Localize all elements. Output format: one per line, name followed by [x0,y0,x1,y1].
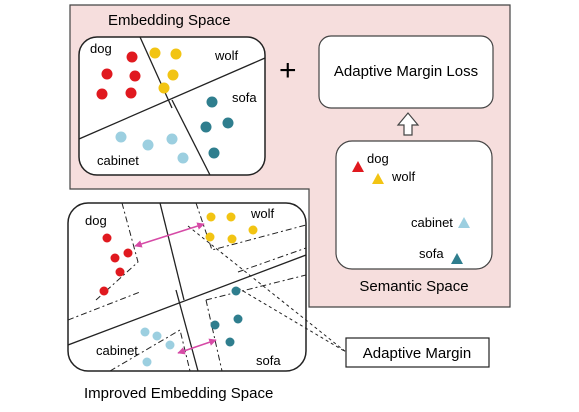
wolf-point [206,212,216,222]
cabinet-point [142,139,154,151]
improved-wolf-label: wolf [250,206,275,221]
sofa-point [208,147,220,159]
sofa-point [225,337,235,347]
adaptive-margin-box [345,337,490,368]
up-arrow-icon [396,112,420,136]
embedding-space-boundaries [79,37,265,175]
adaptive-margin-label: Adaptive Margin [363,345,471,362]
improved-embedding-space-title: Improved Embedding Space [84,385,273,402]
improved-dog-label: dog [85,213,107,228]
plus-sign: + [279,54,297,87]
wolf-point [158,82,170,94]
improved-space-points [99,212,258,367]
semantic-dog-label: dog [367,151,389,166]
cabinet-point [177,152,189,164]
dog-point [115,267,125,277]
wolf-point [227,234,237,244]
semantic-space-title: Semantic Space [359,278,468,295]
wolf-point [167,69,179,81]
dog-point [129,70,141,82]
wolf-point [170,48,182,60]
semantic-space-box [335,140,493,270]
semantic-cabinet-label: cabinet [411,215,453,230]
cabinet-triangle-icon [458,217,470,228]
margin-arrow-dog-wolf [134,222,205,248]
dog-point [102,233,112,243]
wolf-point [248,225,258,235]
cabinet-point [166,133,178,145]
improved-sofa-label: sofa [256,353,281,368]
dog-point [110,253,120,263]
margin-connectors [187,225,347,353]
dog-label: dog [90,41,112,56]
embedding-space-box [78,36,266,176]
sofa-point [210,320,220,330]
dog-point [99,286,109,296]
wolf-label: wolf [214,48,239,63]
wolf-point [226,212,236,222]
cabinet-point [140,327,150,337]
wolf-point [205,232,215,242]
cabinet-point [115,131,127,143]
margin-arrow-cabinet-sofa [177,338,217,355]
sofa-label: sofa [232,90,257,105]
sofa-point [231,286,241,296]
dog-point [126,51,138,63]
sofa-point [222,117,234,129]
dog-point [96,88,108,100]
sofa-point [233,314,243,324]
cabinet-point [152,331,162,341]
dog-point [123,248,133,258]
wolf-triangle-icon [372,173,384,184]
sofa-triangle-icon [451,253,463,264]
sofa-point [200,121,212,133]
improved-embedding-space-box [67,202,307,372]
embedding-space-points [96,47,234,164]
adaptive-margin-loss-label: Adaptive Margin Loss [334,63,478,80]
cabinet-point [142,357,152,367]
dog-point [125,87,137,99]
cabinet-label: cabinet [97,153,139,168]
margin-arrows [134,222,217,355]
cabinet-point [165,340,175,350]
improved-cabinet-label: cabinet [96,343,138,358]
dog-point [101,68,113,80]
wolf-point [149,47,161,59]
semantic-wolf-label: wolf [391,169,416,184]
sofa-point [206,96,218,108]
dog-triangle-icon [352,161,364,172]
adaptive-margin-loss-box [318,35,494,109]
semantic-sofa-label: sofa [419,246,444,261]
embedding-space-title: Embedding Space [108,12,231,29]
